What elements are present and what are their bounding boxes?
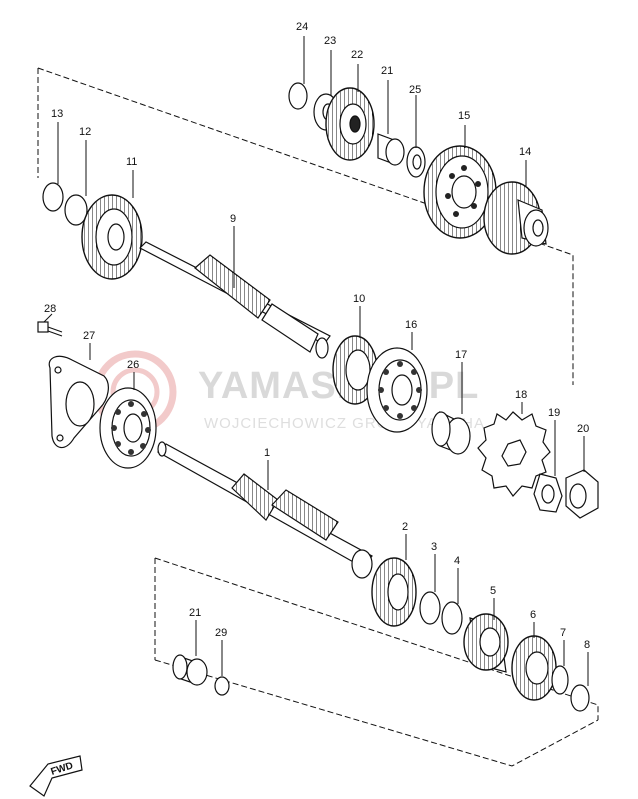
callout-22: 22	[351, 49, 363, 61]
callout-1: 1	[264, 447, 270, 459]
callout-6: 6	[530, 609, 536, 621]
callout-labels: 24 23 22 21 25 15 14 13 12 11 9 10 16 17…	[44, 21, 590, 651]
retainer-assembly	[37, 321, 157, 469]
part-collar-21-upper	[377, 133, 405, 166]
part-circlip-13	[42, 182, 64, 212]
part-circlip-24	[288, 82, 308, 110]
main-axle-assembly	[157, 441, 590, 712]
callout-5: 5	[490, 585, 496, 597]
part-main-axle-1	[157, 441, 373, 579]
callout-29: 29	[215, 627, 227, 639]
callout-7: 7	[560, 627, 566, 639]
callout-16: 16	[405, 319, 417, 331]
part-gear-6	[511, 635, 557, 701]
group-outlines	[37, 67, 599, 767]
part-bolt-28	[37, 321, 63, 337]
part-gear-22	[325, 87, 375, 161]
part-collar-17	[431, 411, 471, 455]
callout-12: 12	[79, 126, 91, 138]
part-washer-12	[64, 194, 88, 226]
callout-20: 20	[577, 423, 589, 435]
part-nut-20	[565, 469, 599, 519]
callout-3: 3	[431, 541, 437, 553]
callout-9: 9	[230, 213, 236, 225]
callout-14: 14	[519, 146, 531, 158]
drive-axle-assembly	[42, 182, 599, 519]
callout-26: 26	[127, 359, 139, 371]
callout-24: 24	[296, 21, 308, 33]
callout-27: 27	[83, 330, 95, 342]
part-gear-5	[463, 613, 509, 673]
part-washer-3	[419, 591, 441, 625]
callout-13: 13	[51, 108, 63, 120]
callout-18: 18	[515, 389, 527, 401]
callout-28: 28	[44, 303, 56, 315]
callout-21-lower: 21	[189, 607, 201, 619]
part-gear-11	[81, 194, 143, 280]
part-washer-25	[406, 146, 426, 178]
part-collar-21-lower	[172, 654, 208, 686]
part-gear-10	[332, 335, 378, 405]
part-gear-2	[371, 557, 417, 627]
part-drive-axle-9	[138, 241, 331, 359]
drive-axle-group-outline	[37, 67, 574, 385]
part-lock-washer-19	[533, 473, 563, 513]
callout-23: 23	[324, 35, 336, 47]
leader-lines	[43, 36, 589, 686]
top-gear-cluster	[288, 82, 549, 255]
callout-21-upper: 21	[381, 65, 393, 77]
callout-4: 4	[454, 555, 460, 567]
callout-17: 17	[455, 349, 467, 361]
callout-19: 19	[548, 407, 560, 419]
callout-25: 25	[409, 84, 421, 96]
callout-11: 11	[126, 156, 137, 168]
main-axle-group-outline	[154, 557, 599, 767]
part-sprocket-18	[477, 411, 551, 497]
fwd-arrow-icon: FWD	[29, 755, 83, 797]
part-washer-7	[551, 665, 569, 695]
callout-2: 2	[402, 521, 408, 533]
callout-10: 10	[353, 293, 365, 305]
part-circlip-4	[441, 601, 463, 635]
part-plate-27	[48, 355, 109, 449]
part-bearing-26	[99, 387, 157, 469]
part-circlip-8	[570, 684, 590, 712]
part-gear-14	[483, 181, 549, 255]
spare-parts-group	[172, 654, 230, 696]
callout-15: 15	[458, 110, 470, 122]
part-gear-15	[423, 145, 497, 239]
part-bearing-16	[366, 347, 428, 433]
part-washer-29	[214, 676, 230, 696]
callout-8: 8	[584, 639, 590, 651]
